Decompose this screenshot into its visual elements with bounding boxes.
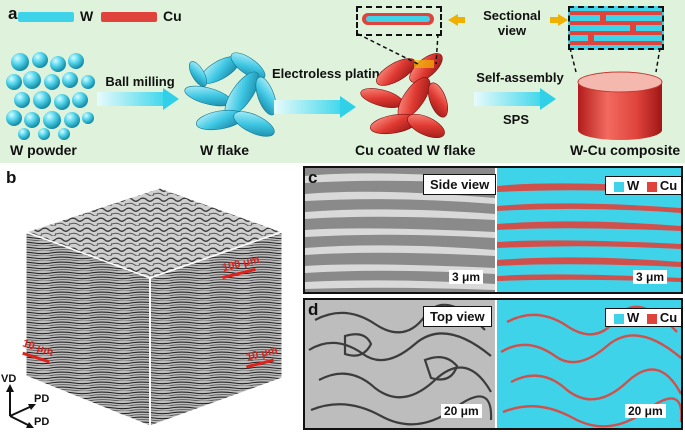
scale-bar-d-left-label: 20 μm (444, 404, 479, 418)
scale-bar-left: 10 μm (22, 342, 54, 359)
panel-a-letter: a (8, 4, 17, 24)
scale-bar-d-right-label: 20 μm (628, 404, 663, 418)
step-electroless-plating: Electroless plating (272, 66, 362, 81)
legend-w-text: W (627, 178, 639, 193)
panel-c-legend: W Cu (605, 176, 682, 195)
stage-w-flake: W flake (200, 142, 249, 158)
panel-d-letter: d (308, 300, 318, 320)
arrow-self-assembly-sps (474, 88, 556, 110)
panel-c: Side view W Cu 3 μm 3 μm (303, 166, 683, 294)
scale-bar-right: 10 μm (246, 348, 278, 365)
scale-bar-c-right: 3 μm (633, 270, 667, 284)
legend-w-swatch (18, 12, 74, 22)
legend-w-label: W (80, 8, 93, 24)
legend-cu-text: Cu (660, 310, 677, 325)
legend-w-square (614, 314, 624, 324)
arrow-ball-milling (97, 88, 179, 110)
legend-cu-text: Cu (660, 178, 677, 193)
panel-c-letter: c (308, 168, 317, 188)
sectional-view-label: Sectional view (472, 8, 552, 38)
legend-cu-square (647, 182, 657, 192)
flake-section-w-core (366, 16, 430, 22)
legend-w-square (614, 182, 624, 192)
step-ball-milling: Ball milling (96, 74, 184, 89)
stage-w-powder: W powder (10, 142, 77, 158)
axis-vd-label: VD (1, 373, 16, 385)
composite-section-callout (568, 6, 664, 50)
callout-lines-flake (356, 32, 446, 72)
legend-cu-square (647, 314, 657, 324)
scale-bar-top: 100 μm (222, 258, 260, 275)
panel-d: Top view W Cu 20 μm 20 μm (303, 298, 683, 430)
w-cu-composite-illustration (574, 70, 666, 142)
right-arrow-icon (550, 14, 568, 24)
arrow-electroless-plating (274, 96, 356, 118)
scale-bar-c-left-label: 3 μm (452, 270, 480, 284)
scale-bar-d-left: 20 μm (441, 404, 482, 418)
legend-cu-label: Cu (163, 8, 182, 24)
scale-bar-c-right-label: 3 μm (636, 270, 664, 284)
step-sps: SPS (496, 112, 536, 127)
w-powder-illustration (6, 52, 96, 140)
legend-w-text: W (627, 310, 639, 325)
stage-cu-coated-w-flake: Cu coated W flake (355, 142, 476, 158)
axis-pd-label-1: PD (34, 393, 49, 405)
legend-cu-swatch (101, 12, 157, 22)
top-view-title: Top view (423, 306, 492, 327)
scale-bar-d-right: 20 μm (625, 404, 666, 418)
step-self-assembly: Self-assembly (470, 70, 570, 85)
stage-w-cu-composite: W-Cu composite (570, 142, 680, 158)
side-view-title: Side view (423, 174, 496, 195)
w-flake-illustration (180, 44, 290, 144)
left-arrow-icon (448, 14, 466, 24)
scale-bar-c-left: 3 μm (449, 270, 483, 284)
panel-d-legend: W Cu (605, 308, 682, 327)
axis-pd-label-2: PD (34, 416, 49, 428)
